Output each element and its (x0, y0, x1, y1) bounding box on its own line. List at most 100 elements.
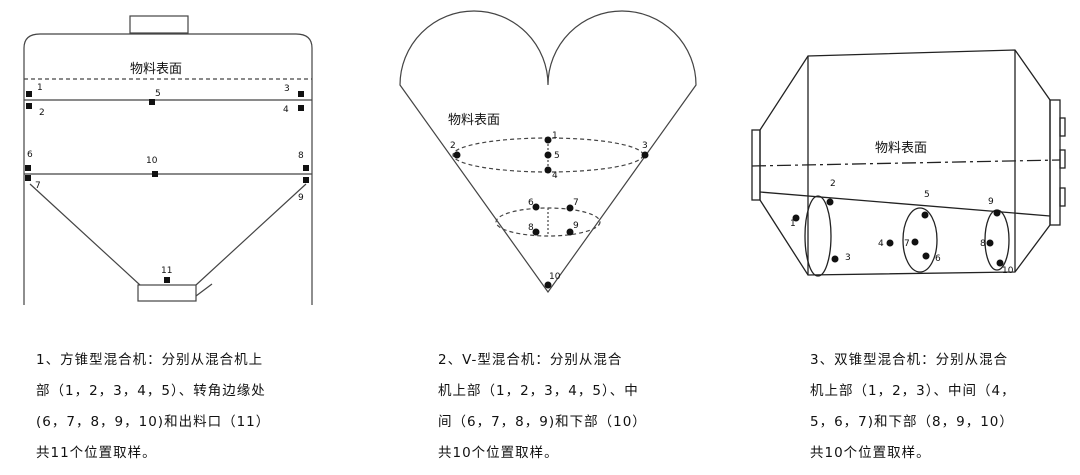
right-knob-top (1059, 117, 1066, 137)
sample-point-marker (303, 177, 309, 183)
outlet-box (137, 284, 197, 302)
right-knob-bottom (1059, 187, 1066, 207)
material-surface-line (759, 191, 1051, 217)
caption-line: 1、方锥型混合机：分别从混合机上 (36, 352, 264, 368)
cone-right-edge (195, 183, 307, 286)
sample-point-label: 10 (146, 156, 158, 166)
sample-point-label: 4 (552, 171, 558, 181)
caption-double-cone: 3、双锥型混合机：分别从混合 机上部（1，2，3）、中间（4， 5，6，7)和下… (810, 345, 1016, 469)
material-surface-label: 物料表面 (448, 113, 500, 128)
cone-left-edge (29, 183, 141, 286)
center-axis (751, 159, 1061, 167)
left-flange (751, 129, 761, 201)
caption-line: 共10个位置取样。 (810, 445, 931, 461)
sample-point-label: 1 (790, 219, 796, 229)
sample-point-label: 6 (528, 198, 534, 208)
sample-point-marker (826, 198, 834, 206)
double-cone-mixer-diagram (751, 49, 1066, 277)
sample-point-label: 11 (161, 266, 172, 276)
right-flange (1049, 99, 1061, 226)
sample-point-label: 5 (924, 190, 930, 200)
sample-point-marker (453, 151, 461, 159)
material-surface-label: 物料表面 (875, 141, 927, 156)
sample-point-marker (164, 277, 170, 283)
sample-point-marker (566, 204, 574, 212)
sample-point-label: 7 (573, 198, 579, 208)
v-body-outline (399, 10, 697, 294)
caption-line: 间（6，7，8，9)和下部（10） (438, 414, 647, 430)
sample-point-label: 5 (554, 151, 560, 161)
lid-outline (23, 33, 313, 49)
sample-point-marker (26, 91, 32, 97)
top-cap (129, 15, 189, 34)
sample-point-label: 6 (27, 150, 33, 160)
caption-v-type: 2、V-型混合机：分别从混合 机上部（1，2，3，4，5）、中 间（6，7，8，… (438, 345, 647, 469)
caption-line: 2、V-型混合机：分别从混合 (438, 352, 623, 368)
outlet-spout (195, 283, 213, 297)
sample-point-label: 4 (878, 239, 884, 249)
sample-point-marker (566, 228, 574, 236)
sample-points-2: 1 2 3 4 5 6 7 8 9 10 (450, 131, 649, 289)
caption-line: (6，7，8，9，10)和出料口（11） (36, 414, 271, 430)
sample-point-label: 2 (830, 179, 836, 189)
sample-point-marker (792, 214, 800, 222)
sample-point-label: 8 (980, 239, 986, 249)
caption-line: 机上部（1，2，3）、中间（4， (810, 383, 1016, 399)
sample-point-label: 8 (528, 223, 534, 233)
sample-point-label: 1 (37, 83, 43, 93)
sample-point-marker (25, 175, 31, 181)
sample-point-label: 10 (549, 272, 561, 282)
sample-point-label: 3 (284, 84, 290, 94)
sample-point-label: 4 (283, 105, 289, 115)
sample-point-marker (532, 203, 540, 211)
sample-point-label: 9 (298, 193, 304, 203)
sample-point-marker (26, 103, 32, 109)
sample-point-label: 9 (988, 197, 994, 207)
caption-line: 机上部（1，2，3，4，5）、中 (438, 383, 639, 399)
sample-point-marker (886, 239, 894, 247)
sample-point-label: 7 (904, 239, 910, 249)
sample-point-label: 9 (573, 221, 579, 231)
sample-point-marker (544, 136, 552, 144)
sample-point-marker (831, 255, 839, 263)
sample-point-label: 2 (39, 108, 45, 118)
sample-point-marker (149, 99, 155, 105)
sample-point-marker (922, 252, 930, 260)
sample-point-marker (544, 151, 552, 159)
sample-point-marker (298, 105, 304, 111)
square-cone-mixer-diagram (23, 15, 313, 305)
sample-point-marker (993, 209, 1001, 217)
caption-line: 共11个位置取样。 (36, 445, 157, 461)
sample-point-marker (298, 91, 304, 97)
caption-line: 共10个位置取样。 (438, 445, 559, 461)
sample-point-label: 3 (845, 253, 851, 263)
sample-loop-left (804, 195, 832, 277)
caption-line: 部（1，2，3，4，5）、转角边缘处 (36, 383, 266, 399)
sample-point-marker (641, 151, 649, 159)
right-knob-mid (1059, 149, 1066, 169)
sample-point-label: 8 (298, 151, 304, 161)
sample-point-marker (996, 259, 1004, 267)
sample-point-label: 10 (1002, 266, 1014, 276)
caption-line: 3、双锥型混合机：分别从混合 (810, 352, 1009, 368)
sample-point-marker (544, 166, 552, 174)
sample-point-marker (303, 165, 309, 171)
sample-point-label: 5 (155, 89, 161, 99)
sample-point-label: 3 (642, 141, 648, 151)
caption-square-cone: 1、方锥型混合机：分别从混合机上 部（1，2，3，4，5）、转角边缘处 (6，7… (36, 345, 270, 469)
sample-point-marker (921, 211, 929, 219)
body-outline (759, 49, 1051, 276)
sample-point-label: 1 (552, 131, 558, 141)
sample-point-marker (152, 171, 158, 177)
sample-point-label: 2 (450, 141, 456, 151)
sample-point-label: 6 (935, 254, 941, 264)
sample-point-marker (532, 228, 540, 236)
sample-point-marker (544, 281, 552, 289)
sample-point-marker (986, 239, 994, 247)
sample-points-3: 1 2 3 4 5 6 7 8 9 10 (790, 179, 1014, 276)
caption-line: 5，6，7)和下部（8，9，10） (810, 414, 1014, 430)
sample-point-marker (911, 238, 919, 246)
sample-point-marker (25, 165, 31, 171)
